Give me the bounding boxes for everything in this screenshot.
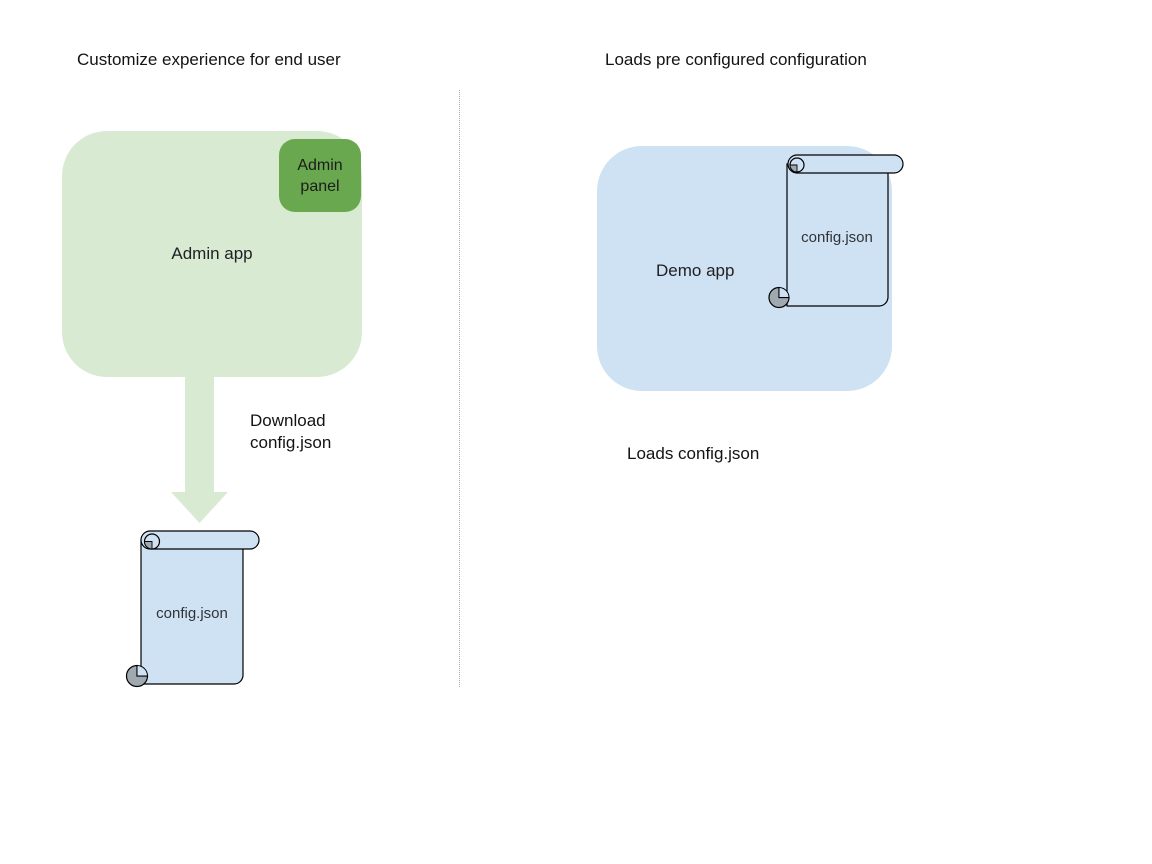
section-divider (459, 90, 460, 687)
config-scroll-icon-right (768, 154, 904, 309)
left-section-title: Customize experience for end user (77, 50, 341, 69)
admin-panel-box: Admin panel (279, 139, 361, 212)
admin-panel-label: Admin panel (297, 156, 343, 195)
download-caption: Download config.json (250, 410, 331, 454)
download-arrow-icon (171, 377, 228, 523)
config-scroll-icon-left (125, 530, 260, 688)
config-json-label-right: config.json (801, 229, 873, 246)
scroll-top-curl-shade (144, 541, 153, 550)
download-caption-line2: config.json (250, 433, 332, 452)
admin-app-label: Admin app (171, 244, 253, 263)
right-section-title: Loads pre configured configuration (605, 50, 867, 69)
scroll-bottom-curl-notch (778, 286, 790, 298)
loads-config-caption: Loads config.json (627, 444, 760, 463)
demo-app-label: Demo app (656, 261, 735, 280)
config-json-label-left: config.json (156, 605, 228, 622)
scroll-top-curl-shade (789, 164, 798, 173)
scroll-body (140, 539, 244, 685)
scroll-bottom-curl-notch (136, 664, 149, 677)
scroll-top-roll (787, 154, 904, 174)
scroll-body (786, 163, 889, 307)
scroll-top-roll (140, 530, 260, 550)
scroll-bottom-curl (125, 664, 149, 688)
download-arrow-shape (171, 377, 228, 523)
download-caption-line1: Download (250, 411, 326, 430)
